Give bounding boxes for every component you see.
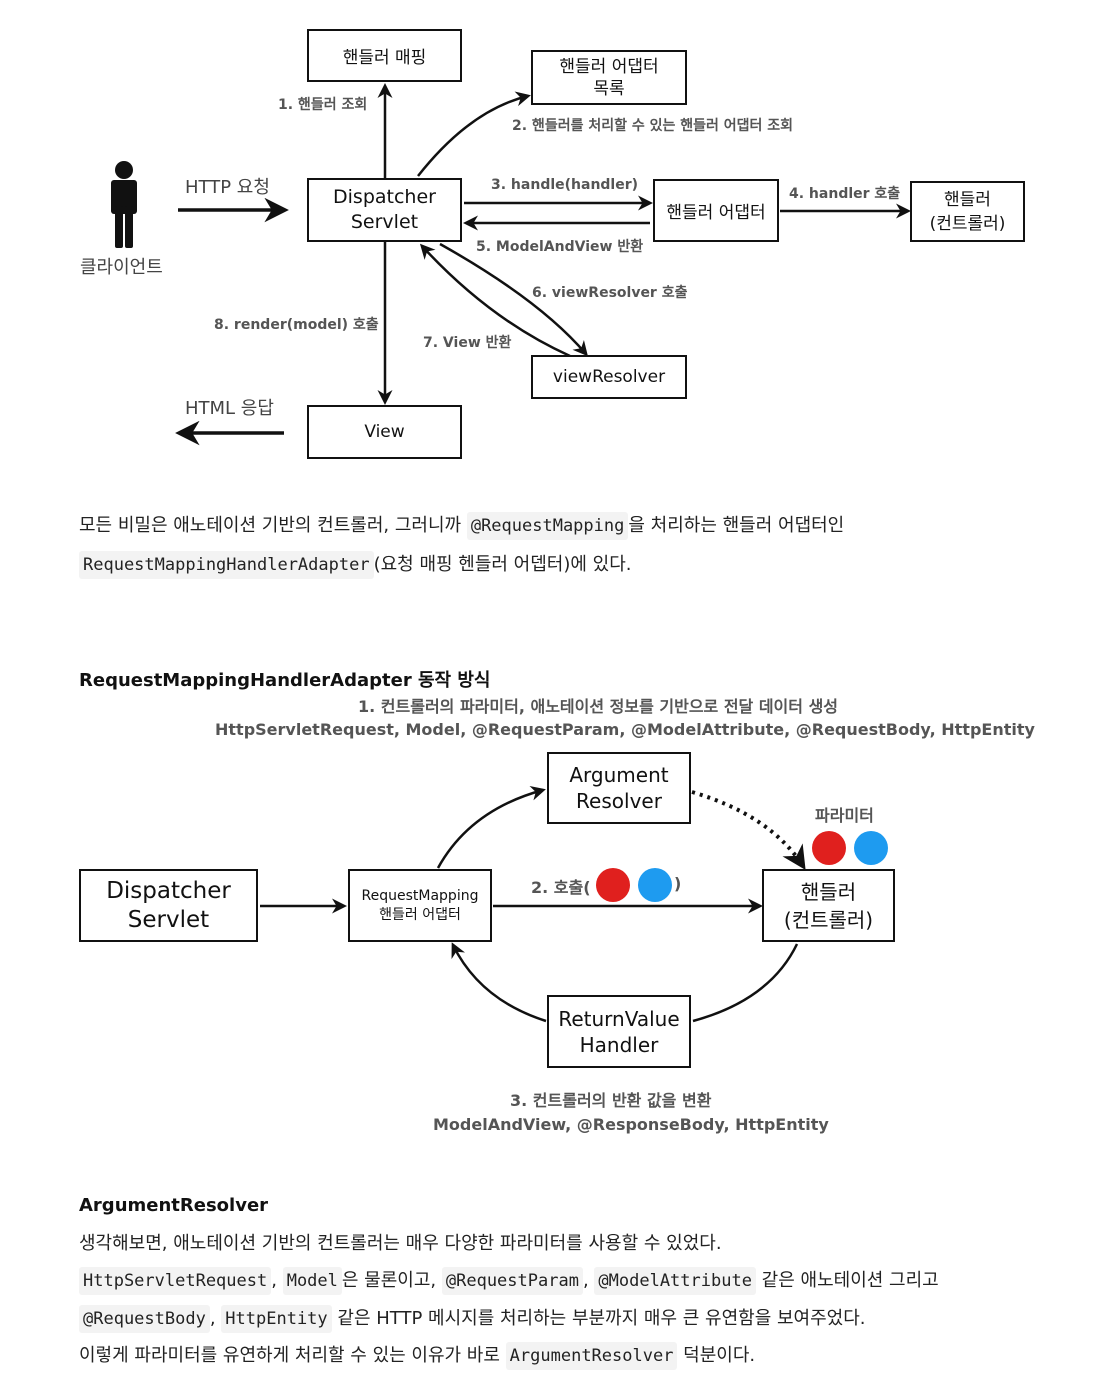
html-response-label: HTML 응답 bbox=[185, 398, 274, 419]
handler-label-1: 핸들러 bbox=[944, 189, 991, 210]
para2-text-c: 같은 HTTP 메시지를 처리하는 부분까지 매우 큰 유연함을 보여주었다. bbox=[337, 1308, 866, 1329]
dispatcher-servlet-label-2: Servlet bbox=[350, 211, 419, 233]
para2-code-httpservletrequest: HttpServletRequest bbox=[79, 1267, 272, 1295]
para2-line3: @RequestBody, HttpEntity 같은 HTTP 메시지를 처리… bbox=[79, 1305, 866, 1333]
rm-adapter-label-1: RequestMapping bbox=[361, 887, 479, 904]
arrow-argument-resolver-to-handler bbox=[691, 790, 806, 871]
call-dot-blue bbox=[638, 868, 672, 902]
arrow-handler-to-return-handler bbox=[692, 943, 799, 1023]
params-label: 파라미터 bbox=[815, 806, 874, 825]
handler-mapping-box: 핸들러 매핑 bbox=[307, 29, 462, 82]
para2-line1: 생각해보면, 애노테이션 기반의 컨트롤러는 매우 다양한 파라미터를 사용할 … bbox=[79, 1233, 722, 1254]
arrow-adapter-to-argument-resolver bbox=[436, 785, 546, 869]
arrow-step6 bbox=[439, 242, 588, 357]
para2-line4: 이렇게 파라미터를 유연하게 처리할 수 있는 이유가 바로 ArgumentR… bbox=[79, 1342, 756, 1370]
para2-code-model: Model bbox=[282, 1267, 342, 1295]
arrow-step7 bbox=[419, 243, 571, 358]
argument-resolver-label-2: Resolver bbox=[576, 789, 662, 813]
section-title-adapter: RequestMappingHandlerAdapter 동작 방식 bbox=[79, 670, 491, 691]
caption-return-types: ModelAndView, @ResponseBody, HttpEntity bbox=[433, 1115, 829, 1134]
para2-text-d: 이렇게 파라미터를 유연하게 처리할 수 있는 이유가 바로 bbox=[79, 1345, 500, 1366]
param-dot-red bbox=[812, 831, 846, 865]
rm-adapter-label-2: 핸들러 어댑터 bbox=[379, 906, 461, 923]
step5-label: 5. ModelAndView 반환 bbox=[476, 239, 644, 255]
diagram1-arrows bbox=[111, 83, 911, 446]
view-resolver-label: viewResolver bbox=[552, 367, 666, 387]
view-box: View bbox=[307, 405, 462, 459]
para2-sep3: , bbox=[209, 1308, 216, 1329]
para2-text-b: 같은 애노테이션 그리고 bbox=[761, 1270, 939, 1291]
para2-code-modelattribute: @ModelAttribute bbox=[594, 1267, 756, 1295]
return-value-handler-box: ReturnValue Handler bbox=[547, 995, 691, 1068]
para1-line2: RequestMappingHandlerAdapter(요청 매핑 헨들러 어… bbox=[79, 551, 632, 579]
rm-handler-adapter-box: RequestMapping 핸들러 어댑터 bbox=[348, 869, 492, 942]
call-label-close: ) bbox=[674, 874, 682, 893]
param-dot-blue bbox=[854, 831, 888, 865]
para1-code-requestmapping: @RequestMapping bbox=[466, 512, 629, 540]
handler-controller-label-1: 핸들러 bbox=[800, 879, 857, 904]
para2-code-requestbody: @RequestBody bbox=[79, 1305, 210, 1333]
argument-resolver-label-1: Argument bbox=[569, 763, 669, 787]
handler-mapping-label: 핸들러 매핑 bbox=[342, 48, 427, 68]
arrow-step2 bbox=[417, 91, 531, 177]
step6-label: 6. viewResolver 호출 bbox=[532, 285, 688, 301]
view-resolver-box: viewResolver bbox=[531, 355, 687, 399]
call-dot-red bbox=[596, 868, 630, 902]
step8-label: 8. render(model) 호출 bbox=[214, 317, 379, 333]
section-title-argument-resolver: ArgumentResolver bbox=[79, 1195, 269, 1216]
para2-sep2: , bbox=[582, 1270, 589, 1291]
step1-label: 1. 핸들러 조회 bbox=[278, 97, 368, 113]
dispatcher-servlet-2-label-1: Dispatcher bbox=[106, 877, 231, 904]
handler-label-2: (컨트롤러) bbox=[929, 213, 1006, 234]
step7-label: 7. View 반환 bbox=[423, 335, 512, 351]
para1-text-b: 을 처리하는 핸들러 어댑터인 bbox=[628, 515, 845, 536]
para1-line1: 모든 비밀은 애노테이션 기반의 컨트롤러, 그러니까 @RequestMapp… bbox=[79, 512, 845, 540]
arrow-return-handler-to-adapter bbox=[451, 942, 547, 1023]
dispatcher-servlet-label-1: Dispatcher bbox=[333, 186, 436, 208]
para2-sep1: , bbox=[271, 1270, 277, 1291]
call-label-open: 2. 호출( bbox=[531, 878, 591, 897]
return-value-handler-label-2: Handler bbox=[579, 1032, 659, 1057]
return-value-handler-label-1: ReturnValue bbox=[558, 1006, 680, 1031]
handler-box: 핸들러 (컨트롤러) bbox=[910, 181, 1025, 242]
para2-code-requestparam: @RequestParam bbox=[441, 1267, 583, 1295]
dispatcher-servlet-box: Dispatcher Servlet bbox=[307, 178, 462, 242]
handler-adapter-label: 핸들러 어댑터 bbox=[666, 203, 766, 223]
dispatcher-servlet-2-label-2: Servlet bbox=[127, 906, 210, 933]
caption-argument-types: HttpServletRequest, Model, @RequestParam… bbox=[215, 720, 1035, 739]
handler-adapter-box: 핸들러 어댑터 bbox=[653, 179, 779, 242]
handler-adapter-list-box: 핸들러 어댑터 목록 bbox=[531, 50, 687, 105]
step3-label: 3. handle(handler) bbox=[491, 177, 639, 193]
handler-controller-box: 핸들러 (컨트롤러) bbox=[762, 869, 895, 942]
view-label: View bbox=[364, 422, 405, 442]
para1-text-c: (요청 매핑 헨들러 어뎁터)에 있다. bbox=[373, 554, 632, 575]
step2-label: 2. 핸들러를 처리할 수 있는 핸들러 어댑터 조회 bbox=[512, 118, 794, 134]
client-label: 클라이언트 bbox=[80, 257, 163, 278]
dispatcher-servlet-box-2: Dispatcher Servlet bbox=[79, 869, 258, 942]
handler-controller-label-2: (컨트롤러) bbox=[783, 907, 874, 932]
client-person-icon bbox=[111, 161, 137, 248]
para2-code-argumentresolver: ArgumentResolver bbox=[505, 1342, 678, 1370]
step4-label: 4. handler 호출 bbox=[789, 186, 901, 202]
para2-text-a: 은 물론이고, bbox=[341, 1270, 437, 1291]
handler-adapter-list-label-2: 목록 bbox=[593, 78, 625, 99]
para1-code-adapter: RequestMappingHandlerAdapter bbox=[79, 551, 374, 579]
para2-text-e: 덕분이다. bbox=[683, 1345, 756, 1366]
argument-resolver-box: Argument Resolver bbox=[547, 752, 691, 824]
para2-code-httpentity: HttpEntity bbox=[221, 1305, 332, 1333]
para1-text-a: 모든 비밀은 애노테이션 기반의 컨트롤러, 그러니까 bbox=[79, 515, 462, 536]
http-request-label: HTTP 요청 bbox=[185, 177, 270, 198]
caption-return-step: 3. 컨트롤러의 반환 값을 변환 bbox=[510, 1091, 712, 1110]
caption-argument-step: 1. 컨트롤러의 파라미터, 애노테이션 정보를 기반으로 전달 데이터 생성 bbox=[358, 697, 839, 716]
handler-adapter-list-label-1: 핸들러 어댑터 bbox=[559, 56, 659, 77]
